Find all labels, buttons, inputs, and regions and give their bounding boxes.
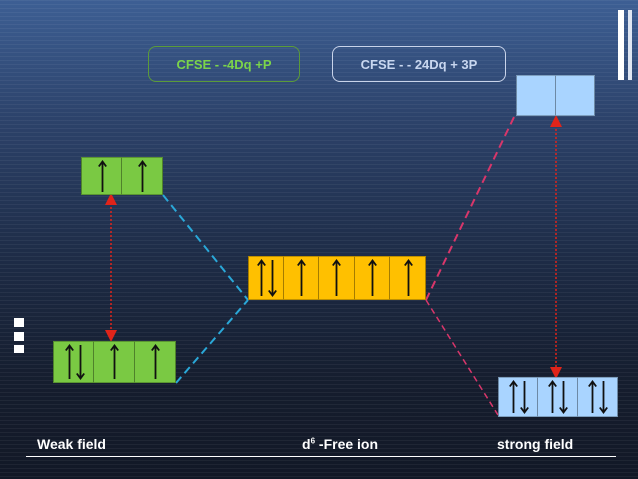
decor-bar-top-inner	[628, 10, 632, 80]
orbital-weak-upper-1	[81, 157, 122, 195]
electron-pair	[588, 378, 608, 416]
orbital-strong-upper-2	[555, 75, 595, 116]
decor-square-1	[14, 318, 24, 327]
arrow-up-icon	[509, 380, 518, 413]
orbital-strong-upper-1	[516, 75, 556, 116]
arrow-up-icon	[64, 344, 74, 379]
strong-lower-connector	[425, 299, 499, 416]
arrow-up-icon	[588, 380, 597, 413]
electron-pair	[332, 257, 342, 299]
electron-pair	[138, 158, 147, 194]
orbital-weak-lower-2	[94, 341, 135, 383]
electron-pair	[64, 342, 85, 382]
free-ion-label-rest: -Free ion	[315, 436, 379, 452]
arrow-up-icon	[368, 259, 378, 296]
electron-pair	[151, 342, 160, 382]
arrow-up-icon	[110, 344, 119, 379]
decor-rule	[26, 456, 616, 457]
arrow-up-icon	[548, 380, 557, 413]
weak-upper-connector	[162, 194, 249, 301]
arrow-down-icon	[559, 381, 568, 414]
weak-lower-connector	[175, 299, 249, 384]
decor-bar-top	[618, 10, 624, 80]
orbital-weak-lower-1	[53, 341, 94, 383]
orbital-strong-lower-1	[498, 377, 538, 417]
orbital-weak-lower-3	[135, 341, 176, 383]
strong-field-label: strong field	[497, 436, 574, 452]
orbital-free-ion-4	[354, 256, 391, 300]
arrow-up-icon	[256, 259, 266, 296]
orbital-strong-lower-3	[578, 377, 618, 417]
orbital-free-ion-2	[283, 256, 320, 300]
free-ion-level	[248, 256, 426, 300]
arrow-down-icon	[599, 381, 608, 414]
weak-field-label: Weak field	[37, 436, 106, 452]
free-ion-label-sup: 6	[310, 436, 316, 446]
orbital-strong-lower-2	[538, 377, 578, 417]
orbital-weak-upper-2	[122, 157, 163, 195]
free-ion-label-base: d	[302, 436, 311, 452]
free-ion-label: d6 -Free ion	[302, 436, 378, 452]
electron-pair	[509, 378, 529, 416]
decor-square-3	[14, 345, 24, 353]
decor-square-2	[14, 332, 24, 341]
cfse-strong-label: CFSE - - 24Dq + 3P	[332, 46, 506, 82]
electron-pair	[256, 257, 277, 299]
electron-pair	[403, 257, 413, 299]
arrow-up-icon	[296, 259, 306, 296]
strong-field-lower-level	[498, 377, 618, 417]
arrow-up-icon	[138, 159, 147, 192]
orbital-free-ion-3	[319, 256, 355, 300]
arrow-down-icon	[267, 260, 277, 297]
orbital-free-ion-5	[390, 256, 426, 300]
arrow-up-icon	[403, 259, 413, 296]
electron-pair	[110, 342, 119, 382]
cfse-weak-label: CFSE - -4Dq +P	[148, 46, 300, 82]
weak-field-upper-level	[81, 157, 163, 195]
orbital-free-ion-1	[248, 256, 284, 300]
arrow-up-icon	[332, 259, 342, 296]
electron-pair	[548, 378, 568, 416]
strong-upper-connector	[425, 114, 516, 301]
arrow-up-icon	[151, 344, 160, 379]
weak-field-lower-level	[53, 341, 176, 383]
arrow-down-icon	[75, 345, 85, 380]
electron-pair	[296, 257, 306, 299]
electron-pair	[98, 158, 107, 194]
electron-pair	[368, 257, 378, 299]
arrow-down-icon	[520, 381, 529, 414]
strong-field-upper-level	[516, 75, 595, 116]
arrow-up-icon	[98, 159, 107, 192]
